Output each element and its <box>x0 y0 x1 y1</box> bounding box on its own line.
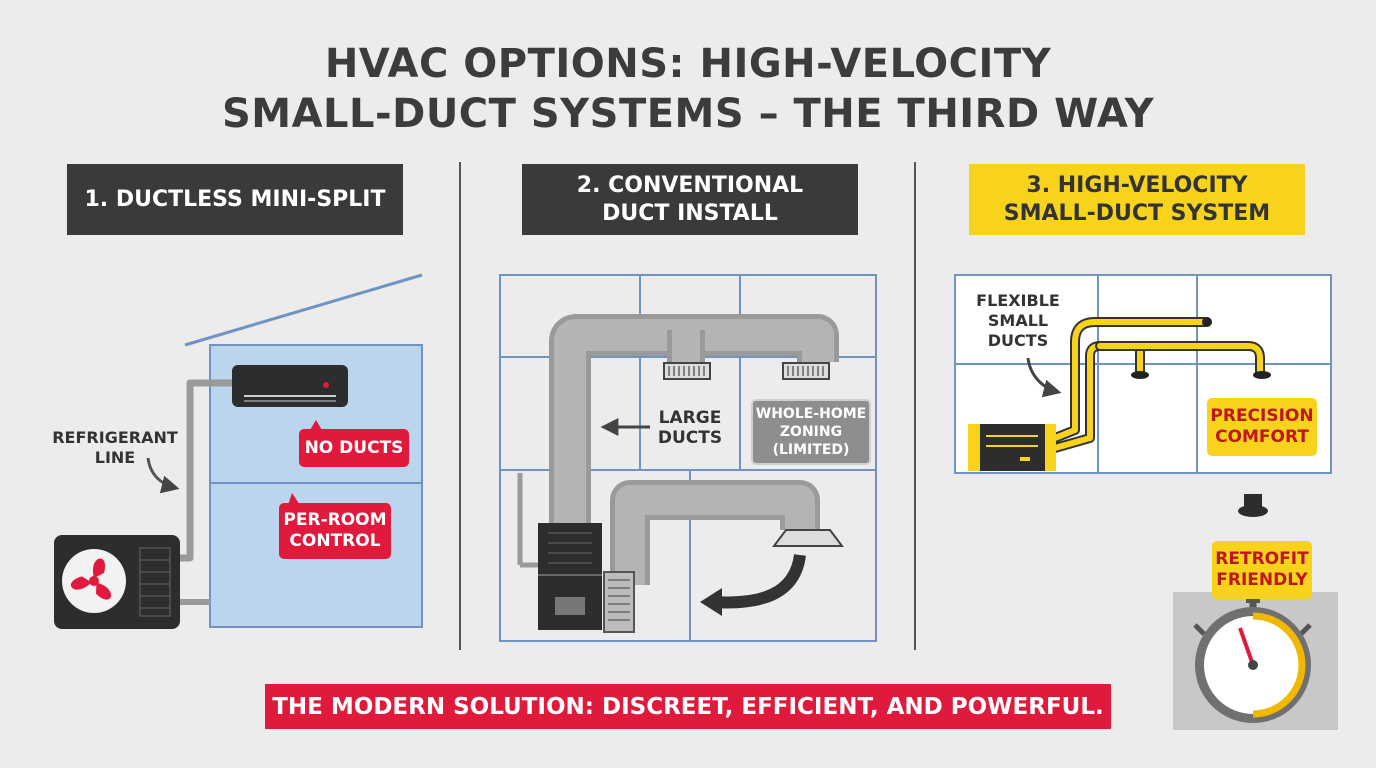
page-title-line2: SMALL-DUCT SYSTEMS – THE THIRD WAY <box>221 91 1155 137</box>
air-handler-icon <box>968 424 1056 471</box>
footer-banner: THE MODERN SOLUTION: DISCREET, EFFICIENT… <box>265 684 1111 729</box>
panel1-header: 1. DUCTLESS MINI-SPLIT <box>67 164 403 235</box>
no-ducts-badge: NO DUCTS <box>299 429 409 467</box>
wall-unit-icon <box>232 365 348 407</box>
outlet-icon <box>1131 317 1271 379</box>
supply-vent-icon <box>663 362 844 547</box>
outdoor-unit-icon <box>54 535 180 629</box>
whole-home-zoning-badge: WHOLE-HOME ZONING (LIMITED) <box>751 399 871 465</box>
ceiling-outlet-icon <box>1238 494 1268 517</box>
gauge-icon <box>1173 592 1338 730</box>
page-title-line1: HVAC OPTIONS: HIGH-VELOCITY <box>324 41 1052 87</box>
panel3-header: 3. HIGH-VELOCITY SMALL-DUCT SYSTEM <box>969 164 1305 235</box>
fan-icon <box>70 558 112 600</box>
refrigerant-line-pipe <box>178 379 236 562</box>
refrigerant-line-label: REFRIGERANT LINE <box>52 428 178 467</box>
retrofit-friendly-badge: RETROFIT FRIENDLY <box>1212 541 1312 599</box>
large-ducts-label: LARGE DUCTS <box>657 408 723 448</box>
flexible-small-ducts-label: FLEXIBLE SMALL DUCTS <box>976 291 1060 350</box>
small-duct-flex <box>1050 317 1265 453</box>
large-duct-trunk <box>549 314 839 585</box>
precision-comfort-badge: PRECISION COMFORT <box>1207 398 1317 456</box>
return-air-arrow <box>711 553 806 609</box>
panel2-header: 2. CONVENTIONAL DUCT INSTALL <box>522 164 858 235</box>
per-room-control-badge: PER-ROOM CONTROL <box>279 503 391 559</box>
furnace-icon <box>517 473 635 633</box>
